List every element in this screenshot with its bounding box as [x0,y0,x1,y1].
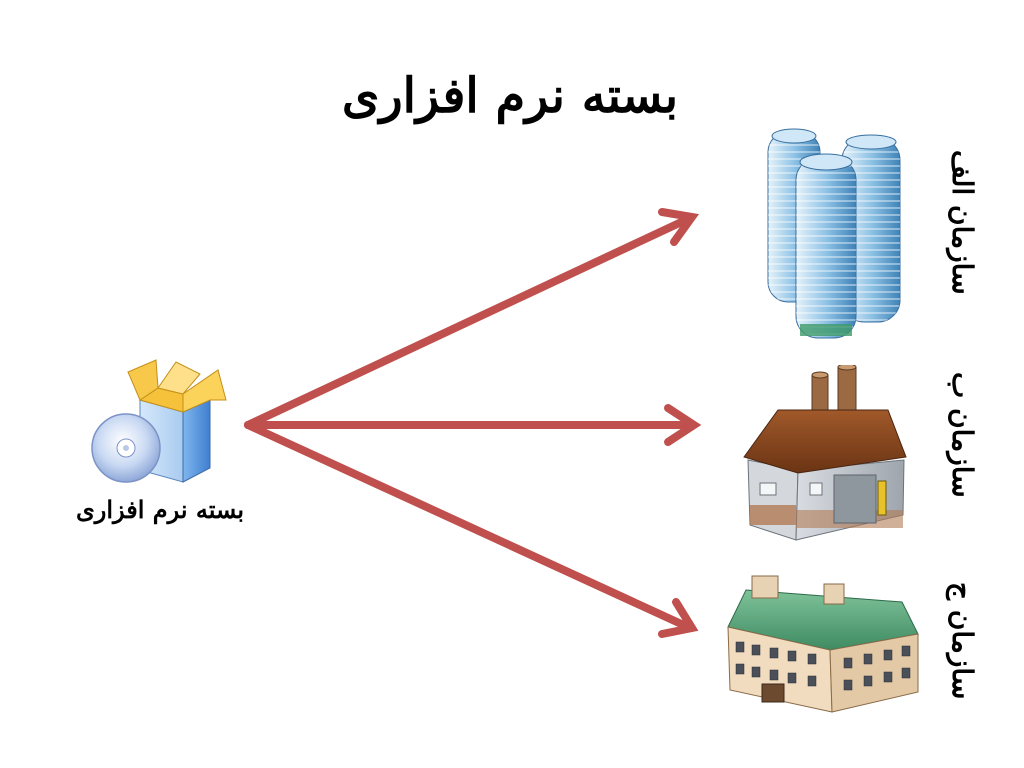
arrow-to-org-a [244,214,694,429]
org-c-label: سازمان ج [946,582,979,700]
historic-building-icon [727,575,919,713]
org-a-label: سازمان الف [946,150,979,295]
arrowhead-org-b [664,404,702,446]
arrowhead-org-c [658,598,699,638]
arrowhead-org-a [658,208,700,246]
factory-icon [743,365,907,541]
slide-title: بسته نرم افزاری [341,68,679,124]
org-b-label: سازمان ب [946,372,979,498]
skyscraper-icon [767,128,901,339]
software-box-cd-icon [91,359,227,483]
package-label: بسته نرم افزاری [75,495,245,524]
arrow-to-org-c [244,421,694,632]
